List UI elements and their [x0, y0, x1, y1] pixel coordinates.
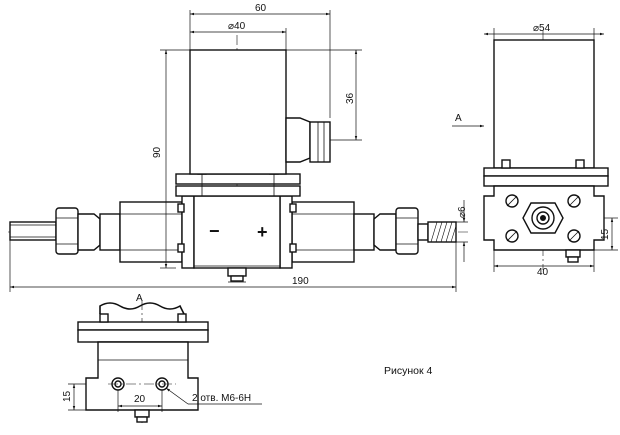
- dim-15-side: 15: [600, 228, 611, 240]
- dim-60: 60: [255, 3, 267, 14]
- left-nut: [55, 207, 79, 255]
- minus-sign: −: [209, 221, 220, 241]
- dim-d40: ⌀40: [228, 21, 246, 32]
- plus-sign: +: [257, 222, 268, 242]
- bottom-view: А 20 15: [62, 293, 262, 425]
- dim-190: 190: [292, 276, 309, 287]
- dim-d54: ⌀54: [533, 23, 551, 34]
- holes-note: 2 отв. М6-6Н: [192, 393, 251, 404]
- dim-d6: ⌀6: [457, 206, 468, 218]
- bottom-body: [85, 341, 199, 411]
- side-view: А ⌀54 40 15: [452, 23, 618, 278]
- right-pipe: [417, 223, 429, 241]
- dim-90: 90: [152, 146, 163, 158]
- mount-plate-upper: [175, 173, 301, 185]
- flange-bolts: [177, 203, 297, 253]
- valve-body: [193, 195, 281, 269]
- view-arrow-label: А: [455, 113, 462, 124]
- right-fitting: [291, 201, 355, 263]
- side-plate-screws: [501, 159, 585, 169]
- dim-36: 36: [345, 92, 356, 104]
- bottom-terminal: [227, 267, 247, 283]
- mount-plate-lower: [175, 185, 301, 197]
- figure-caption: Рисунок 4: [384, 365, 433, 377]
- side-coil: [493, 39, 595, 169]
- dim-20: 20: [134, 394, 146, 405]
- front-view: − + 60: [8, 3, 470, 292]
- bottom-view-label: А: [136, 293, 143, 304]
- dim-15-bottom: 15: [62, 390, 73, 402]
- left-fitting: [99, 213, 121, 251]
- connector: [285, 117, 331, 163]
- right-nut: [395, 207, 419, 255]
- coil-housing: [189, 49, 287, 175]
- side-bolts: [505, 194, 581, 243]
- dim-40-base: 40: [537, 267, 549, 278]
